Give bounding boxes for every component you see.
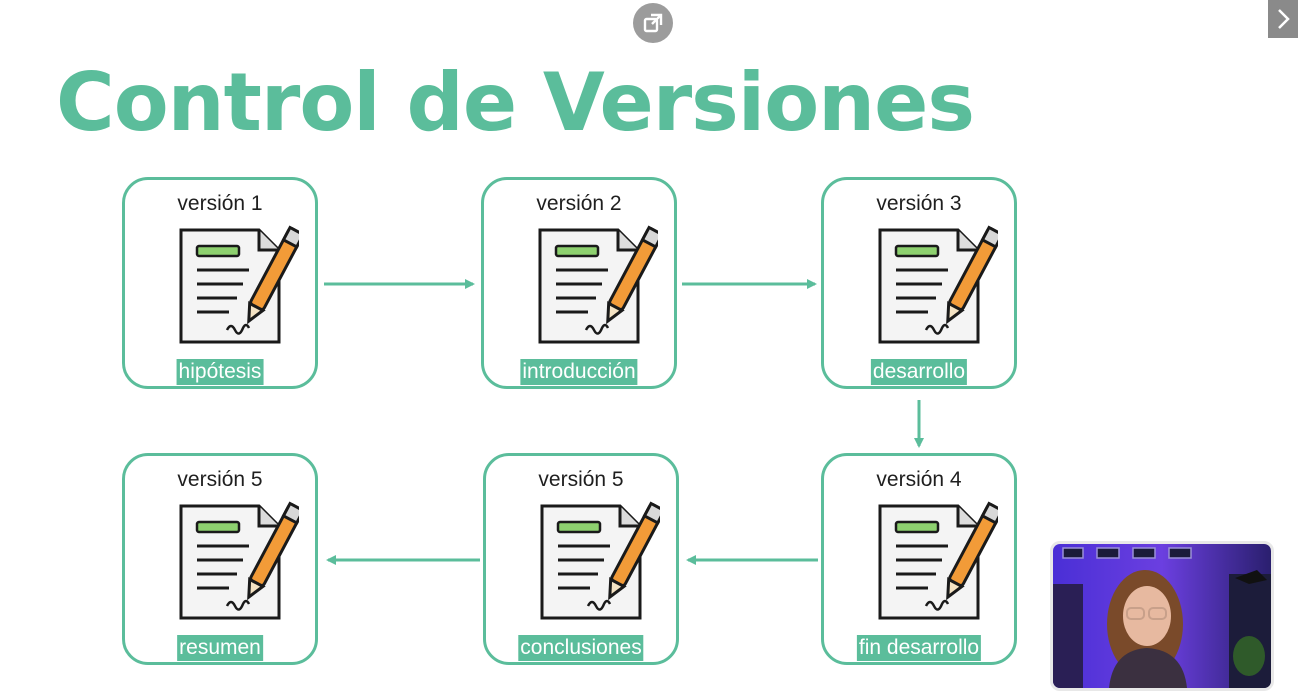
version-label: versión 2 <box>536 192 622 215</box>
version-label: versión 1 <box>177 192 263 215</box>
version-label: versión 3 <box>876 192 962 215</box>
next-slide-button[interactable] <box>1268 0 1298 38</box>
version-card-2: versión 2 introducción <box>481 177 677 389</box>
slide-title: Control de Versiones <box>56 56 975 149</box>
version-card-6: versión 5 resumen <box>122 453 318 665</box>
version-card-3: versión 3 desarrollo <box>821 177 1017 389</box>
version-card-4: versión 4 fin desarrollo <box>821 453 1017 665</box>
version-label: versión 5 <box>177 468 263 491</box>
stage-label: fin desarrollo <box>856 635 982 661</box>
document-pen-icon <box>538 225 658 344</box>
popout-icon <box>643 13 663 33</box>
stage-label: resumen <box>177 635 263 661</box>
stage-label: introducción <box>520 359 638 385</box>
popout-button[interactable] <box>633 3 673 43</box>
document-pen-icon <box>878 501 998 620</box>
document-pen-icon <box>179 225 299 344</box>
presenter-video-image <box>1053 544 1271 688</box>
version-card-5: versión 5 conclusiones <box>483 453 679 665</box>
document-pen-icon <box>540 501 660 620</box>
document-pen-icon <box>878 225 998 344</box>
document-pen-icon <box>179 501 299 620</box>
version-label: versión 4 <box>876 468 962 491</box>
version-card-1: versión 1 hipótesis <box>122 177 318 389</box>
stage-label: conclusiones <box>518 635 644 661</box>
chevron-right-icon <box>1278 9 1290 29</box>
presenter-webcam[interactable] <box>1050 541 1274 691</box>
stage-label: hipótesis <box>176 359 264 385</box>
stage-label: desarrollo <box>870 359 968 385</box>
version-label: versión 5 <box>538 468 624 491</box>
